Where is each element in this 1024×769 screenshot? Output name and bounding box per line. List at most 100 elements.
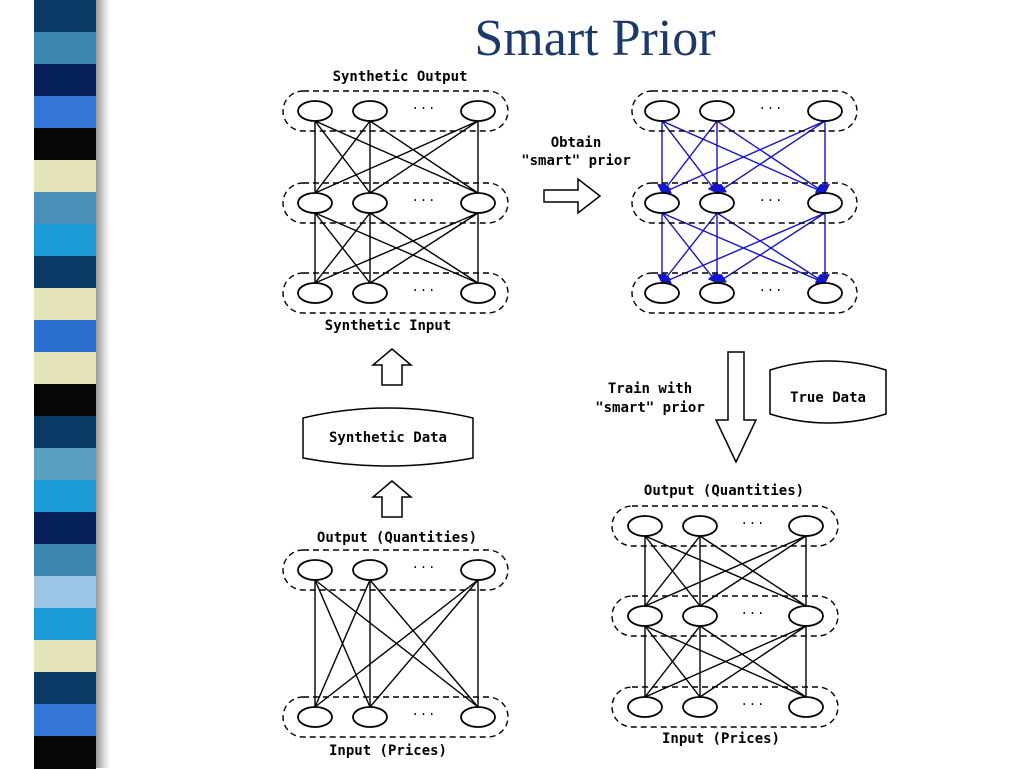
stripe-band: [34, 736, 96, 769]
layer-box: [611, 686, 839, 728]
synthetic-input-label: Synthetic Input: [325, 318, 451, 334]
stripe-band: [34, 256, 96, 289]
stripe-band: [34, 480, 96, 513]
stripe-band: [34, 672, 96, 705]
network-node: [297, 282, 333, 304]
network-node: [699, 100, 735, 122]
network-node: [460, 282, 496, 304]
stripe-band: [34, 640, 96, 673]
network-node: [297, 706, 333, 728]
layer-box: [631, 272, 858, 314]
connection-edge: [699, 625, 807, 698]
network-node: [807, 100, 843, 122]
connection-edge: [314, 579, 371, 708]
network-node: [644, 282, 680, 304]
connection-edge: [314, 579, 479, 708]
layer-box: [282, 272, 509, 314]
input-prices-left-label: Input (Prices): [329, 743, 447, 759]
stripe-shadow: [96, 0, 110, 768]
ellipsis-label: ...: [412, 280, 437, 294]
network-node: [807, 282, 843, 304]
ellipsis-label: ...: [412, 704, 437, 718]
stripe-band: [34, 384, 96, 417]
network-node: [644, 192, 680, 214]
network-node: [788, 696, 824, 718]
stripe-band: [34, 32, 96, 65]
connection-edge: [699, 535, 807, 607]
ellipsis-label: ...: [412, 190, 437, 204]
network-node: [460, 559, 496, 581]
connection-edge: [314, 120, 479, 194]
network-node: [699, 192, 735, 214]
layer-box: [611, 505, 839, 547]
network-smart: .........: [631, 90, 858, 314]
obtain-arrow: [543, 177, 602, 215]
layer-box: [282, 90, 509, 132]
stripe-band: [34, 160, 96, 193]
stripe-band: [34, 128, 96, 161]
network-node: [352, 100, 388, 122]
network-node: [352, 192, 388, 214]
network-node: [627, 696, 663, 718]
stripe-band: [34, 544, 96, 577]
network-node: [460, 100, 496, 122]
network-node: [627, 515, 663, 537]
connection-edge: [644, 535, 807, 607]
connection-edge: [369, 120, 479, 194]
network-node: [682, 605, 718, 627]
network-left-bottom: ......: [282, 549, 509, 738]
stripe-band: [34, 224, 96, 257]
output-quantities-left-label: Output (Quantities): [317, 530, 477, 546]
ellipsis-label: ...: [759, 280, 784, 294]
layer-box: [282, 549, 509, 591]
network-node: [460, 706, 496, 728]
network-node: [352, 706, 388, 728]
connection-edge: [314, 212, 479, 284]
synthetic-data-store: [302, 407, 474, 467]
synthetic-output-label: Synthetic Output: [333, 69, 468, 85]
layer-box: [631, 90, 858, 132]
network-node: [352, 559, 388, 581]
connection-edge: [314, 120, 371, 194]
connection-edge: [661, 120, 718, 194]
stripe-band: [34, 416, 96, 449]
connection-edge: [716, 120, 826, 194]
ellipsis-label: ...: [741, 694, 766, 708]
true-data-label: True Data: [790, 390, 866, 406]
true-data-store: [769, 360, 887, 424]
stripe-band: [34, 704, 96, 737]
connection-edge: [661, 120, 826, 194]
connection-edge: [661, 212, 718, 284]
connection-edge: [644, 625, 701, 698]
layer-box: [611, 595, 839, 637]
network-node: [352, 282, 388, 304]
ellipsis-label: ...: [412, 557, 437, 571]
network-node: [682, 696, 718, 718]
ellipsis-label: ...: [741, 513, 766, 527]
connection-edge: [369, 579, 479, 708]
layer-box: [282, 696, 509, 738]
network-node: [644, 100, 680, 122]
train-label-line2: "smart" prior: [595, 400, 705, 416]
network-synthetic: .........: [282, 90, 509, 314]
stripe-band: [34, 608, 96, 641]
layer-box: [631, 182, 858, 224]
stripe-band: [34, 288, 96, 321]
up-arrow-upper: [370, 348, 414, 386]
network-node: [297, 559, 333, 581]
network-node: [460, 192, 496, 214]
obtain-label-line1: Obtain: [551, 135, 602, 151]
output-quantities-right-label: Output (Quantities): [644, 483, 804, 499]
up-arrow-lower: [370, 480, 414, 518]
obtain-label-line2: "smart" prior: [521, 153, 631, 169]
input-prices-right-label: Input (Prices): [662, 731, 780, 747]
stripe-band: [34, 64, 96, 97]
network-node: [699, 282, 735, 304]
stripe-band: [34, 576, 96, 609]
stripe-band: [34, 448, 96, 481]
network-node: [627, 605, 663, 627]
connection-edge: [314, 212, 371, 284]
ellipsis-label: ...: [412, 98, 437, 112]
connection-edge: [369, 212, 479, 284]
